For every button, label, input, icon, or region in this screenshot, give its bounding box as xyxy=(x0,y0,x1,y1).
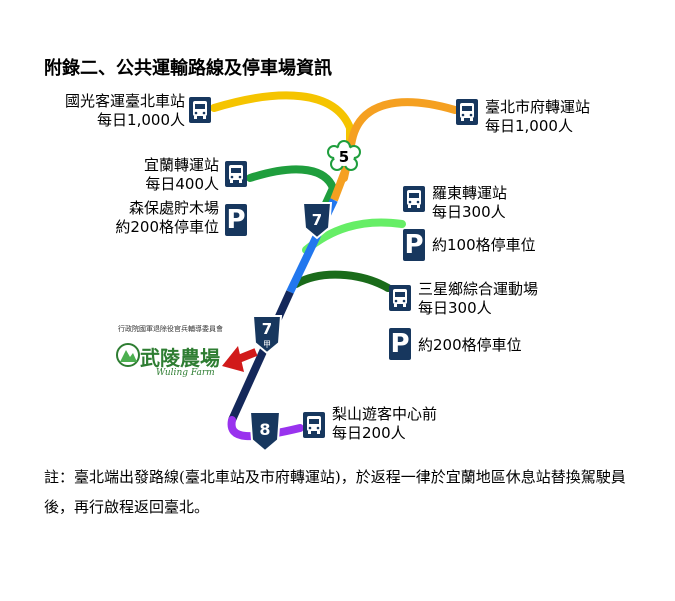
route-7-label: 7 xyxy=(312,211,322,229)
line-city-hall xyxy=(340,98,459,182)
stop-city-hall: 臺北市府轉運站 每日1,000人 xyxy=(485,98,590,136)
stop-name: 森保處貯木場 xyxy=(128,199,219,217)
stop-name: 三星鄉綜合運動場 xyxy=(418,280,539,298)
stop-kuo-kuang: 國光客運臺北車站 每日1,000人 xyxy=(65,92,185,130)
parking-icon: P xyxy=(225,204,247,236)
stop-count: 每日400人 xyxy=(145,175,219,193)
logo-subtitle: Wuling Farm xyxy=(156,368,215,378)
stop-yilan: 宜蘭轉運站 每日400人 xyxy=(144,156,219,194)
stop-count: 每日1,000人 xyxy=(97,111,185,129)
route-7a-badge: 7 甲 xyxy=(251,315,283,355)
stop-name: 臺北市府轉運站 xyxy=(485,98,591,116)
stop-luodong: 羅東轉運站 每日300人 xyxy=(432,184,507,222)
stop-count: 每日300人 xyxy=(432,203,506,221)
stop-name: 梨山遊客中心前 xyxy=(332,405,438,423)
route-7a-label: 7 xyxy=(262,320,272,338)
line-lishan xyxy=(227,416,304,441)
wuling-farm-logo: 行政院國軍退除役官兵輔導委員會 武陵農場 Wuling Farm xyxy=(112,322,232,386)
logo-agency: 行政院國軍退除役官兵輔導委員會 xyxy=(118,325,223,333)
route-8-label: 8 xyxy=(259,420,270,439)
mountain-icon xyxy=(116,343,140,367)
arrow-head xyxy=(222,346,244,372)
parking-count: 約200格停車位 xyxy=(115,218,219,236)
bus-icon xyxy=(303,412,325,438)
stop-forestry: 森保處貯木場 約200格停車位 xyxy=(115,199,219,237)
line-sanxing xyxy=(292,270,392,292)
line-kuo-kuang xyxy=(210,91,354,162)
parking-count: 約100格停車位 xyxy=(432,236,536,254)
bus-icon xyxy=(403,186,425,212)
stop-count: 每日200人 xyxy=(332,424,406,442)
logo-name: 武陵農場 xyxy=(140,346,220,370)
bus-icon xyxy=(389,285,411,311)
bus-icon xyxy=(189,97,211,123)
parking-icon: P xyxy=(403,229,425,261)
route-7a-sub: 甲 xyxy=(263,340,271,349)
trunk-navy xyxy=(228,290,294,422)
page-title: 附錄二、公共運輸路線及停車場資訊 xyxy=(44,58,332,79)
stop-name: 國光客運臺北車站 xyxy=(64,92,185,110)
route-5-label: 5 xyxy=(339,148,349,166)
stop-count: 每日300人 xyxy=(418,299,492,317)
bus-icon xyxy=(225,161,247,187)
parking-icon: P xyxy=(389,328,411,360)
stop-lishan: 梨山遊客中心前 每日200人 xyxy=(332,405,437,443)
stop-name: 宜蘭轉運站 xyxy=(143,156,219,174)
route-5-badge: 5 xyxy=(327,140,361,171)
route-8-badge: 8 xyxy=(248,411,282,453)
stop-name: 羅東轉運站 xyxy=(432,184,508,202)
stop-sanxing: 三星鄉綜合運動場 每日300人 xyxy=(418,280,538,318)
stop-count: 每日1,000人 xyxy=(485,117,573,135)
route-7-badge: 7 xyxy=(301,202,333,240)
bus-icon xyxy=(456,99,478,125)
parking-count: 約200格停車位 xyxy=(418,336,522,354)
line-yilan xyxy=(246,165,338,216)
footnote: 註：臺北端出發路線(臺北車站及市府轉運站)，於返程一律於宜蘭地區休息站替換駕駛員… xyxy=(44,468,626,516)
